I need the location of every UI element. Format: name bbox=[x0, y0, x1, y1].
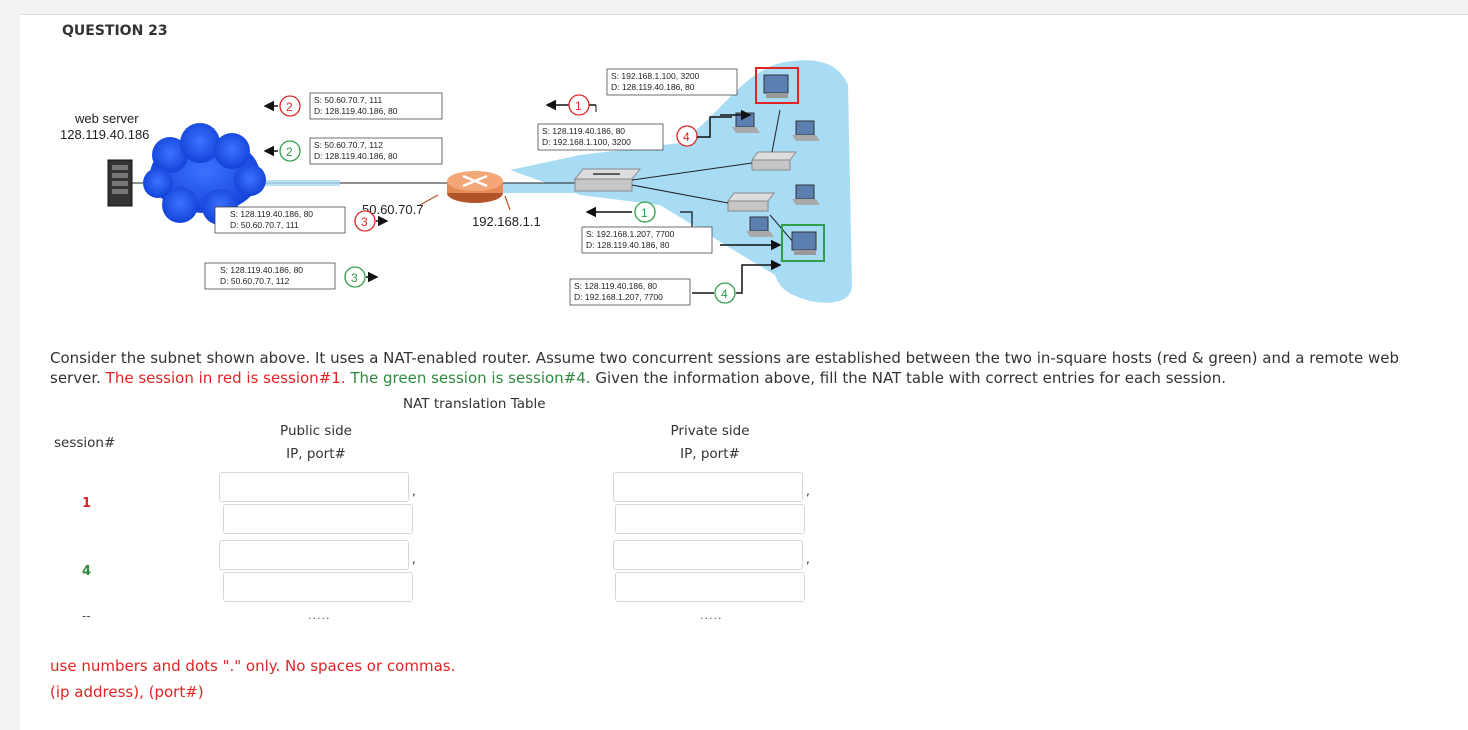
packet-label: S: 192.168.1.207, 7700 bbox=[586, 229, 675, 239]
step-marker: 3 bbox=[351, 271, 358, 285]
web-server-ip: 128.119.40.186 bbox=[60, 127, 149, 142]
comma-separator: , bbox=[806, 484, 810, 498]
public-ip-input[interactable] bbox=[219, 540, 409, 570]
private-port-input[interactable] bbox=[615, 572, 805, 602]
session-number: 1 bbox=[82, 496, 92, 511]
packet-label: D: 128.119.40.186, 80 bbox=[314, 151, 398, 161]
public-ip-port-header: IP, port# bbox=[286, 446, 346, 462]
public-port-input[interactable] bbox=[223, 504, 413, 534]
nat-router-icon bbox=[447, 171, 503, 203]
comma-separator: , bbox=[412, 552, 416, 566]
placeholder-row-public: ..... bbox=[308, 609, 331, 622]
step-marker: 2 bbox=[286, 145, 293, 159]
packet-label: D: 192.168.1.207, 7700 bbox=[574, 292, 663, 302]
question-title: QUESTION 23 bbox=[62, 23, 168, 39]
comma-separator: , bbox=[412, 484, 416, 498]
step-marker: 2 bbox=[286, 100, 293, 114]
private-ip-input[interactable] bbox=[613, 540, 803, 570]
packet-label: S: 128.119.40.186, 80 bbox=[542, 126, 625, 136]
placeholder-row-private: ..... bbox=[700, 609, 723, 622]
public-port-input[interactable] bbox=[223, 572, 413, 602]
packet-label: D: 50.60.70.7, 112 bbox=[220, 276, 290, 286]
router-private-ip: 192.168.1.1 bbox=[472, 214, 541, 229]
nat-table-title: NAT translation Table bbox=[403, 396, 546, 412]
question-intro: Consider the subnet shown above. It uses… bbox=[50, 349, 1399, 387]
packet-label: S: 50.60.70.7, 112 bbox=[314, 140, 383, 150]
private-port-input[interactable] bbox=[615, 504, 805, 534]
step-marker: 3 bbox=[361, 215, 368, 229]
packet-label: D: 50.60.70.7, 111 bbox=[230, 220, 299, 230]
step-marker: 1 bbox=[575, 99, 582, 113]
private-side-header: Private side bbox=[670, 423, 750, 439]
packet-label: S: 128.119.40.186, 80 bbox=[230, 209, 313, 219]
packet-label: D: 128.119.40.186, 80 bbox=[611, 82, 695, 92]
internet-cloud-icon bbox=[143, 123, 266, 225]
public-side-header: Public side bbox=[280, 423, 352, 439]
private-ip-input[interactable] bbox=[613, 472, 803, 502]
server-icon bbox=[107, 159, 133, 207]
desktop-icon bbox=[763, 74, 789, 98]
subnet-region bbox=[510, 60, 852, 303]
packet-label: S: 192.168.1.100, 3200 bbox=[611, 71, 700, 81]
step-marker: 4 bbox=[683, 130, 690, 144]
switch-icon bbox=[573, 168, 642, 192]
desktop-icon bbox=[791, 231, 817, 255]
step-marker: 4 bbox=[721, 287, 728, 301]
laptop-icon bbox=[792, 184, 820, 205]
web-server-label: web server bbox=[74, 111, 139, 126]
step-marker: 1 bbox=[641, 206, 648, 220]
packet-label: S: 128.119.40.186, 80 bbox=[574, 281, 657, 291]
packet-label: S: 50.60.70.7, 111 bbox=[314, 95, 382, 105]
packet-label: D: 192.168.1.100, 3200 bbox=[542, 137, 631, 147]
green-session-sentence: The green session is session#4. bbox=[350, 369, 591, 387]
switch-icon bbox=[727, 192, 775, 212]
packet-label: D: 128.119.40.186, 80 bbox=[586, 240, 670, 250]
red-session-sentence: The session in red is session#1. bbox=[105, 369, 346, 387]
public-ip-input[interactable] bbox=[219, 472, 409, 502]
session-number: 4 bbox=[82, 564, 92, 579]
green-host-highlight bbox=[781, 224, 825, 262]
laptop-icon bbox=[792, 120, 820, 141]
comma-separator: , bbox=[806, 552, 810, 566]
red-host-highlight bbox=[755, 67, 799, 104]
question-text: Consider the subnet shown above. It uses… bbox=[50, 348, 1410, 388]
private-ip-port-header: IP, port# bbox=[680, 446, 740, 462]
session-header: session# bbox=[54, 435, 116, 451]
laptop-icon bbox=[746, 216, 774, 237]
nat-network-diagram: web server 128.119.40.186 50.60 bbox=[60, 60, 852, 306]
format-note: use numbers and dots "." only. No spaces… bbox=[50, 657, 456, 675]
packet-label: D: 128.119.40.186, 80 bbox=[314, 106, 398, 116]
format-note-example: (ip address), (port#) bbox=[50, 683, 204, 701]
placeholder-row-session: -- bbox=[82, 609, 91, 623]
question-card: QUESTION 23 web server 128.119.40.186 bbox=[20, 14, 1468, 730]
question-outro: Given the information above, fill the NA… bbox=[595, 369, 1227, 387]
switch-icon bbox=[751, 151, 797, 171]
packet-label: S: 128.119.40.186, 80 bbox=[220, 265, 303, 275]
router-public-ip: 50.60.70.7 bbox=[362, 202, 423, 217]
